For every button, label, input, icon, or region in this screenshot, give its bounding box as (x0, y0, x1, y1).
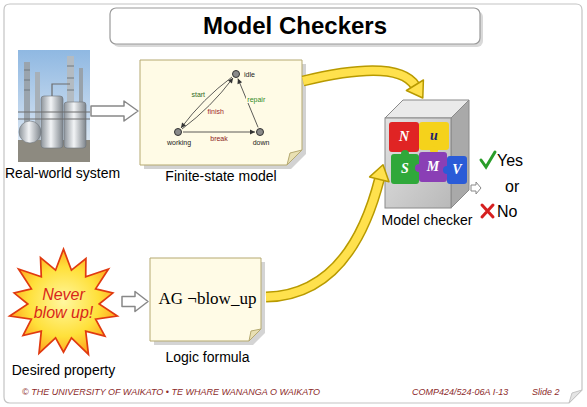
sphere-tank (19, 121, 41, 143)
edge-label: start (190, 91, 206, 98)
result-no: No (497, 203, 517, 221)
course-code: COMP424/524-06A I-13 (412, 387, 508, 398)
title-box (110, 8, 480, 44)
tank (64, 102, 86, 148)
transition-line (181, 77, 232, 128)
block-arrow (122, 292, 148, 312)
model-checker: Model checker (385, 100, 469, 208)
result-or: or (505, 178, 519, 196)
puzzle-letter: S (401, 162, 409, 176)
puzzle-piece (419, 122, 449, 150)
cube-side (451, 100, 469, 208)
node-caption: Desired property (12, 362, 116, 379)
puzzle-letter: V (452, 163, 461, 177)
edge-label: finish (207, 108, 225, 115)
paper-fold (249, 329, 261, 341)
puzzle-letter: N (399, 130, 409, 144)
node-caption: Logic formula (165, 349, 249, 366)
curved-arrow-outline (303, 71, 415, 86)
puzzle-knob (401, 150, 409, 158)
tower-rings (24, 66, 74, 90)
slide-title: Model Checkers (110, 8, 480, 44)
puzzle-knob (415, 164, 423, 172)
edge-label: repair (246, 96, 266, 103)
star-burst (10, 249, 118, 354)
system-photo: Real-world system (18, 50, 90, 162)
connector (266, 165, 389, 297)
arrow-head (238, 79, 243, 85)
state-name: down (253, 139, 270, 146)
puzzle-piece (419, 152, 447, 182)
formula-paper: AG ¬blow_upLogic formula (150, 258, 265, 345)
block-arrow (91, 101, 138, 121)
cross-mark (482, 205, 493, 217)
arrow-head (406, 80, 423, 98)
connector (91, 101, 138, 121)
pipes (18, 84, 90, 119)
node-caption: Model checker (381, 212, 472, 229)
transition-line (183, 132, 255, 133)
arrow-head (370, 165, 389, 182)
checker-cube (385, 100, 469, 208)
puzzle-letter: u (430, 129, 438, 143)
property-star: Never blow up!Desired property (6, 248, 121, 360)
footer-text: © THE UNIVERSITY OF WAIKATO • TE WHARE W… (22, 387, 320, 398)
puzzle-letter: M (427, 160, 439, 174)
slide-number: Slide 2 (532, 387, 560, 398)
puzzle-piece (389, 122, 419, 152)
photo-sky (18, 50, 90, 162)
state-name: working (167, 139, 191, 146)
arrow-head (228, 78, 233, 84)
check-mark (481, 152, 495, 167)
connector (303, 71, 423, 98)
edge-label: break (209, 135, 229, 142)
transition-line (182, 78, 233, 129)
state-circle: idle (232, 70, 240, 78)
puzzle-knob (443, 166, 451, 174)
arrow-head (181, 123, 186, 129)
page-curl (569, 390, 582, 403)
state-name: idle (244, 71, 255, 78)
node-caption: Finite-state model (165, 168, 276, 185)
puzzle-piece (391, 154, 419, 184)
slide-frame (4, 4, 582, 403)
connector (181, 77, 232, 128)
output-arrow (471, 182, 481, 194)
connector (182, 78, 233, 129)
paper-sheet (150, 258, 261, 341)
state-circle: working (174, 128, 182, 136)
arrow-head (250, 130, 255, 135)
paper-sheet (140, 60, 302, 165)
node-caption: Real-world system (5, 165, 120, 182)
result-yes: Yes (497, 152, 523, 170)
curved-arrow (266, 178, 380, 297)
refinery-photo (18, 50, 90, 162)
formula-text: AG ¬blow_up (159, 289, 257, 309)
curved-arrow (303, 71, 415, 86)
connector (122, 292, 148, 312)
property-text: Never blow up! (27, 286, 101, 323)
tank (41, 96, 63, 148)
cube-front (385, 118, 451, 208)
curved-arrow-outline (266, 178, 380, 297)
paper-fold (287, 150, 302, 165)
state-circle: down (256, 128, 264, 136)
